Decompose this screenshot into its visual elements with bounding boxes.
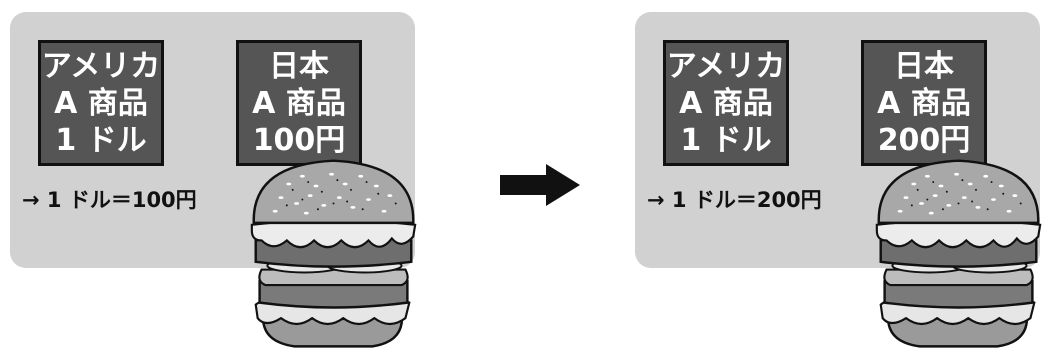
- price-box-america: アメリカ A 商品 1 ドル: [663, 40, 789, 166]
- price-box-america: アメリカ A 商品 1 ドル: [38, 40, 164, 166]
- box-line-price: 1 ドル: [680, 122, 772, 158]
- box-line-product: A 商品: [679, 85, 773, 121]
- exchange-rate-text: → 1 ドル＝100円: [22, 188, 197, 212]
- box-line-price: 200円: [877, 122, 971, 158]
- price-box-japan: 日本 A 商品 200円: [861, 40, 987, 166]
- scene-after: アメリカ A 商品 1 ドル 日本 A 商品 200円 → 1 ドル＝200円: [635, 12, 1045, 354]
- panel-before: アメリカ A 商品 1 ドル 日本 A 商品 100円 → 1 ドル＝100円: [10, 12, 415, 268]
- box-line-product: A 商品: [252, 85, 346, 121]
- box-line-country: アメリカ: [666, 48, 786, 84]
- arrow-right-icon: [500, 164, 580, 206]
- hamburger-icon: [875, 159, 1042, 348]
- scene-before: アメリカ A 商品 1 ドル 日本 A 商品 100円 → 1 ドル＝100円: [10, 12, 420, 354]
- box-line-product: A 商品: [877, 85, 971, 121]
- box-line-country: アメリカ: [41, 48, 161, 84]
- box-line-price: 1 ドル: [55, 122, 147, 158]
- box-line-country: 日本: [894, 48, 954, 84]
- hamburger-icon: [250, 159, 417, 348]
- box-line-product: A 商品: [54, 85, 148, 121]
- box-line-price: 100円: [252, 122, 346, 158]
- exchange-rate-text: → 1 ドル＝200円: [647, 188, 822, 212]
- box-line-country: 日本: [269, 48, 329, 84]
- price-box-japan: 日本 A 商品 100円: [236, 40, 362, 166]
- panel-after: アメリカ A 商品 1 ドル 日本 A 商品 200円 → 1 ドル＝200円: [635, 12, 1040, 268]
